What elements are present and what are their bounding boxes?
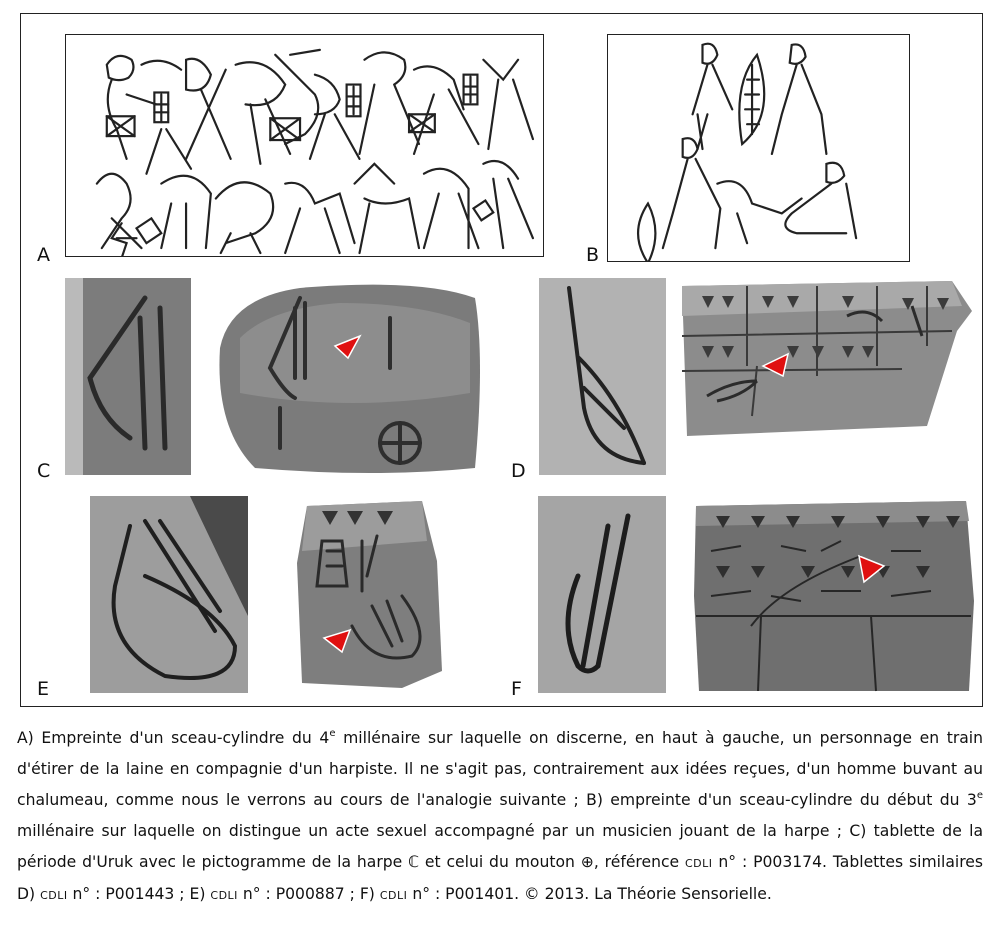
marker-f <box>858 554 886 584</box>
caption-c-part3: , référence <box>593 853 685 871</box>
panel-label-d: D <box>511 460 526 482</box>
panel-label-e: E <box>37 678 50 700</box>
cdli-f: CDLI <box>379 889 408 902</box>
caption-sup-a: e <box>329 728 336 739</box>
photo-d-tablet <box>677 276 979 440</box>
panel-label-a: A <box>37 244 50 266</box>
figure-plate: A B <box>20 13 983 707</box>
photo-f-detail <box>538 496 666 693</box>
photo-e-tablet-svg <box>297 501 442 688</box>
photo-c-tablet <box>210 278 488 475</box>
marker-d <box>761 352 790 378</box>
panel-label-f: F <box>511 678 522 700</box>
seal-drawing-a-svg <box>95 48 535 256</box>
cdli-c: CDLI <box>685 857 713 870</box>
photo-d-detail-svg <box>539 278 666 475</box>
cdli-e: CDLI <box>210 889 238 902</box>
panel-label-c: C <box>37 460 51 482</box>
panel-label-b: B <box>586 244 600 266</box>
photo-c-tablet-svg <box>219 284 480 473</box>
seal-drawing-b-svg <box>637 42 858 261</box>
photo-f-tablet-svg <box>694 501 974 692</box>
seal-drawing-a <box>65 34 544 257</box>
sheep-glyph: ⊕ <box>580 853 594 871</box>
caption-sup-b: e <box>976 790 983 801</box>
caption-b-part2: millénaire sur laquelle on distingue un … <box>17 822 983 871</box>
figure-caption: A) Empreinte d'un sceau-cylindre du 4e m… <box>17 723 983 911</box>
caption-f-ref: n° : P001401. © 2013. La Théorie Sensori… <box>407 885 772 903</box>
caption-a-part1: A) Empreinte d'un sceau-cylindre du 4 <box>17 729 330 747</box>
photo-e-detail <box>90 496 248 693</box>
photo-e-detail-svg <box>90 496 248 693</box>
caption-d-ref: n° : P001443 ; E) <box>67 885 211 903</box>
harp-glyph: ℂ <box>408 853 419 871</box>
marker-e <box>322 628 352 654</box>
marker-c <box>333 334 362 360</box>
caption-a-part2: millénaire sur laquelle on discerne, en … <box>17 729 983 809</box>
caption-e-ref: n° : P000887 ; F) <box>237 885 380 903</box>
photo-f-detail-svg <box>538 496 666 693</box>
photo-e-tablet <box>292 496 442 693</box>
cdli-d: CDLI <box>40 889 68 902</box>
caption-c-part2: et celui du mouton <box>419 853 581 871</box>
photo-d-tablet-svg <box>681 281 972 436</box>
photo-d-detail <box>539 278 666 475</box>
photo-c-detail <box>65 278 191 475</box>
photo-c-detail-svg <box>65 278 191 475</box>
photo-f-tablet <box>691 496 976 693</box>
seal-drawing-b <box>607 34 910 262</box>
caption-c-ref: n° : P003174. Tablettes similaires D) <box>17 853 983 903</box>
